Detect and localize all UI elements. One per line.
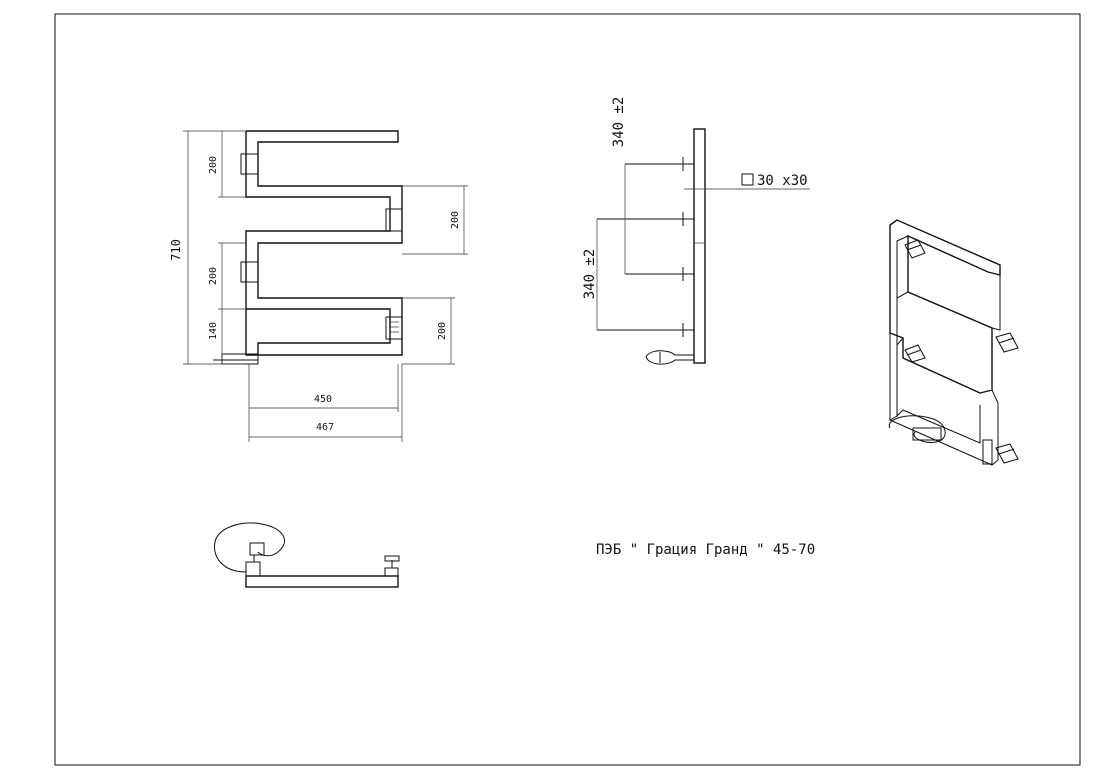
profile-square-symbol xyxy=(741,173,754,186)
dim-total-height: 710 xyxy=(169,239,183,261)
iso-bracket-3 xyxy=(904,344,926,363)
top-cable xyxy=(213,522,285,573)
dim-right-bottom: 200 xyxy=(437,322,448,340)
profile-label: 30 x30 xyxy=(757,173,808,189)
bracket-2 xyxy=(385,208,403,232)
sheet-frame xyxy=(54,13,1081,766)
dim-left-top: 200 xyxy=(208,156,219,174)
dim-width-inner: 450 xyxy=(314,394,332,405)
heater-box xyxy=(385,316,403,340)
side-view: 340 ±2 340 ±2 30 x30 xyxy=(582,97,810,365)
product-title: ПЭБ " Грация Гранд " 45-70 xyxy=(596,542,815,558)
dim-side-mid-spacing: 340 ±2 xyxy=(582,249,598,300)
dim-side-top-spacing: 340 ±2 xyxy=(611,97,627,148)
iso-cable xyxy=(888,415,946,443)
bracket-3 xyxy=(240,261,259,283)
side-plug xyxy=(645,350,694,365)
iso-tube xyxy=(889,219,1001,394)
front-tube-outline xyxy=(245,130,403,356)
side-tube xyxy=(693,128,706,364)
top-tube xyxy=(245,575,399,588)
dim-left-bottom: 140 xyxy=(208,322,219,340)
dim-width-outer: 467 xyxy=(316,422,334,433)
dim-left-mid: 200 xyxy=(208,267,219,285)
top-view xyxy=(213,522,400,588)
iso-bracket-4 xyxy=(995,443,1019,464)
iso-bracket-1 xyxy=(904,239,926,259)
iso-bracket-2 xyxy=(995,332,1019,353)
iso-heater-box xyxy=(982,439,993,465)
isometric-view xyxy=(888,219,1019,466)
bracket-1 xyxy=(240,153,259,175)
dim-right-top: 200 xyxy=(450,211,461,229)
front-view: 710 200 200 140 200 200 450 467 xyxy=(169,130,468,442)
